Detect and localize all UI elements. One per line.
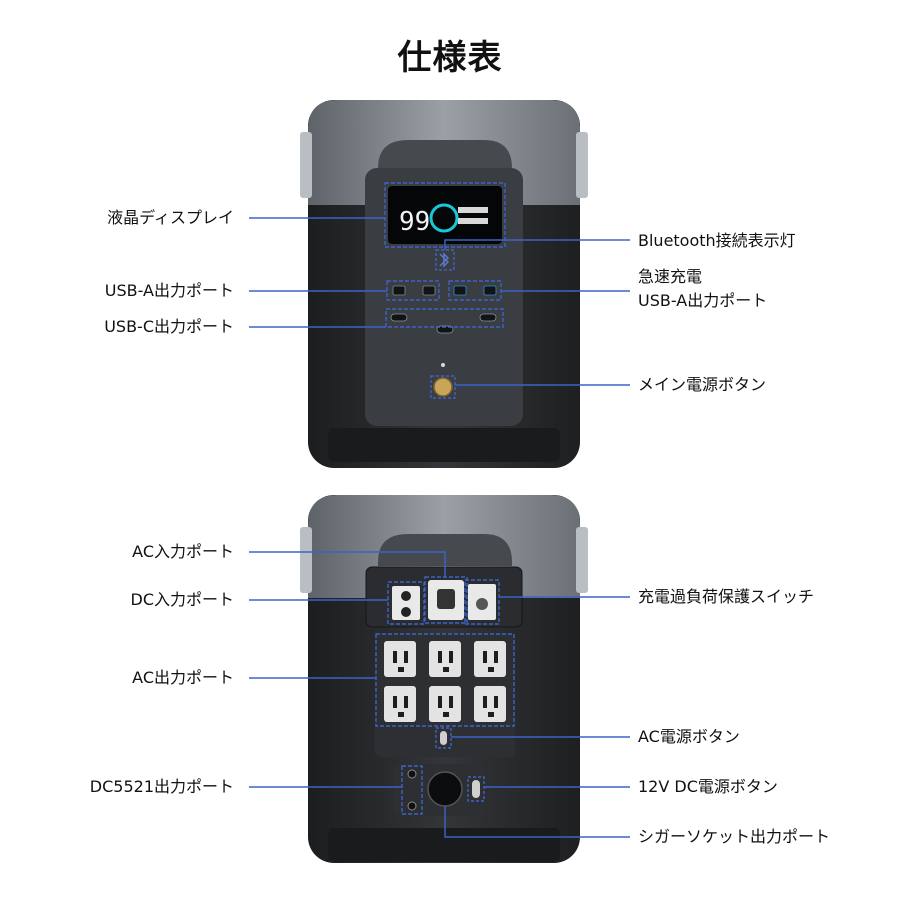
callout-box-usbc (385, 308, 504, 328)
rear-handle-left (300, 527, 312, 593)
label-ac-power-button: AC電源ボタン (638, 727, 740, 746)
callout-line-bt (444, 239, 630, 250)
lcd-stat-1 (458, 207, 488, 213)
label-bluetooth-indicator: Bluetooth接続表示灯 (638, 231, 796, 250)
usb-a-ports (392, 285, 497, 296)
label-usb-c: USB-C出力ポート (104, 317, 234, 336)
label-main-power-button: メイン電源ボタン (638, 375, 767, 394)
page-title: 仕様表 (397, 38, 503, 78)
callout-box-bt (435, 249, 455, 271)
callout-box-dcin (387, 581, 425, 625)
lcd-stat-2 (458, 218, 488, 224)
callout-box-power (430, 375, 456, 399)
label-usb-a: USB-A出力ポート (104, 281, 234, 300)
label-dc5521-output: DC5521出力ポート (89, 777, 234, 796)
usb-c-ports (390, 313, 497, 334)
bluetooth-indicator-icon (439, 252, 449, 268)
label-overload-switch: 充電過負荷保護スイッチ (638, 587, 815, 606)
callout-box-dc12v (467, 776, 485, 802)
label-12v-dc-power-button: 12V DC電源ボタン (638, 777, 778, 796)
cigarette-socket-icon (427, 771, 463, 807)
front-panel-hood (378, 140, 512, 172)
front-handle-right (576, 132, 588, 198)
rear-panel-hood (378, 534, 512, 566)
dc-input-block (392, 586, 420, 620)
label-fast-charge-line1: 急速充電 (638, 267, 703, 286)
power-led (441, 363, 445, 367)
rear-handle-right (576, 527, 588, 593)
dc5521-port-2 (407, 801, 417, 811)
lcd-battery-readout: 99 (399, 207, 430, 237)
label-lcd: 液晶ディスプレイ (107, 208, 234, 227)
label-ac-input: AC入力ポート (132, 542, 234, 561)
front-unit-base (328, 428, 560, 462)
callout-line-acin (249, 551, 446, 577)
label-fast-charge-line2: USB-A出力ポート (638, 291, 768, 310)
callout-box-acout (375, 633, 515, 727)
rear-unit-base (328, 828, 560, 862)
rear-unit (300, 495, 588, 863)
callout-box-dc5521 (401, 765, 423, 815)
label-ac-output: AC出力ポート (132, 668, 234, 687)
lcd-screen (388, 186, 502, 244)
dc5521-port-1 (407, 769, 417, 779)
lcd-ring (429, 203, 459, 233)
callouts (249, 182, 630, 838)
label-dc-input: DC入力ポート (130, 590, 235, 609)
label-fast-charge-usb-a: 急速充電 USB-A出力ポート (638, 265, 767, 313)
front-unit: 99 (300, 100, 588, 468)
callout-line-cigar (444, 806, 630, 838)
label-cigarette-socket: シガーソケット出力ポート (638, 827, 831, 846)
callout-box-acpower (435, 727, 452, 749)
ac-outlets (384, 641, 506, 722)
main-power-button-icon (433, 377, 453, 397)
ac-power-button-icon (440, 731, 447, 745)
callout-box-overload (464, 579, 500, 625)
dc-12v-power-button-icon (472, 780, 480, 798)
callout-box-acin (424, 576, 468, 624)
front-handle-left (300, 132, 312, 198)
